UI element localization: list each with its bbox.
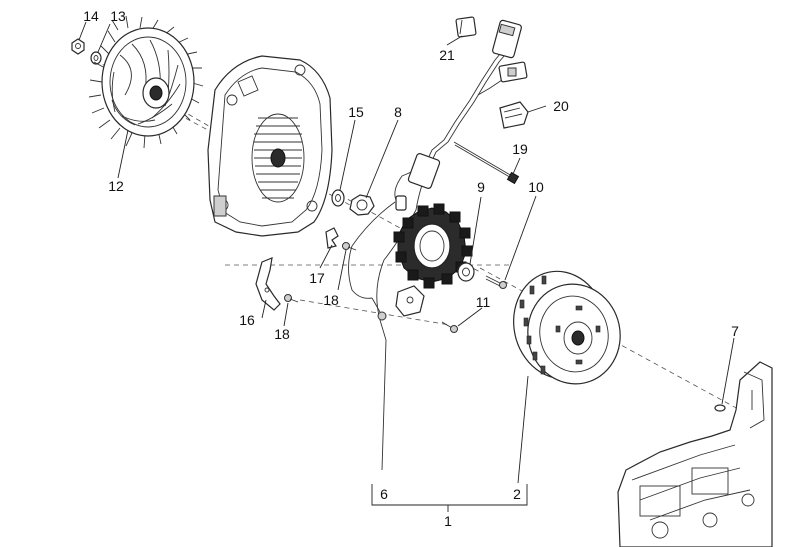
connector-cap-part-21 xyxy=(455,16,477,38)
nut-part-14 xyxy=(71,38,85,55)
wiring-harness xyxy=(348,47,510,471)
callout-20: 20 xyxy=(553,98,569,114)
callout-17: 17 xyxy=(309,270,325,286)
connector-part-20-upper xyxy=(498,61,528,83)
screw-part-10 xyxy=(485,275,507,289)
callout-19: 19 xyxy=(512,141,528,157)
callout-21: 21 xyxy=(439,47,455,63)
callout-13: 13 xyxy=(110,8,126,24)
callout-11: 11 xyxy=(475,294,491,310)
callout-10: 10 xyxy=(528,179,544,195)
pickup-sensor xyxy=(371,285,425,321)
screw-part-11 xyxy=(441,321,458,333)
callout-6: 6 xyxy=(380,486,388,502)
stator-coil-assembly xyxy=(393,203,473,289)
washer-part-9 xyxy=(457,262,475,282)
callout-15: 15 xyxy=(348,104,364,120)
engine-block xyxy=(617,361,773,547)
callout-16: 16 xyxy=(239,312,255,328)
nut-part-8 xyxy=(349,194,375,216)
woodruff-key-part-7 xyxy=(714,404,726,412)
cooling-fan-part-12 xyxy=(88,15,204,149)
crankcase-cover xyxy=(207,55,333,237)
clip-part-17 xyxy=(325,227,339,249)
callout-7: 7 xyxy=(731,323,739,339)
screw-part-18-upper xyxy=(342,242,357,251)
screw-part-18-lower xyxy=(284,294,299,303)
multi-pin-connector xyxy=(492,19,522,59)
washer-part-13 xyxy=(90,51,102,65)
callout-2: 2 xyxy=(513,486,521,502)
callout-1: 1 xyxy=(444,513,452,529)
flywheel-rotor-part-2 xyxy=(513,270,621,385)
callout-18-lower: 18 xyxy=(274,326,290,342)
cable-tie-part-19 xyxy=(453,141,520,185)
connector-holder-part-20 xyxy=(499,101,529,129)
callout-leaders xyxy=(78,21,735,484)
washer-part-15 xyxy=(331,189,345,207)
bracket-part-16 xyxy=(255,257,281,311)
callout-8: 8 xyxy=(394,104,402,120)
callout-9: 9 xyxy=(477,179,485,195)
assembly-bracket-1 xyxy=(371,484,528,512)
callout-14: 14 xyxy=(83,8,99,24)
callout-18-upper: 18 xyxy=(323,292,339,308)
callout-12: 12 xyxy=(108,178,124,194)
